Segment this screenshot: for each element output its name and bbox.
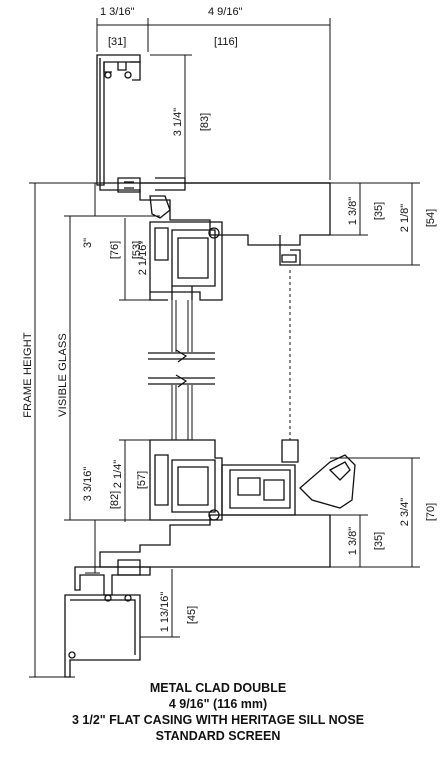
head-sash <box>149 221 223 301</box>
bottom-ext-mm: [45] <box>186 606 198 624</box>
head-outer-in: 2 1/8" <box>399 204 411 232</box>
sill-right-in: 1 3/8" <box>347 527 359 555</box>
head-left-mm: [76] <box>109 241 121 259</box>
sill-nose <box>64 566 151 678</box>
caption-line-4: STANDARD SCREEN <box>156 729 281 743</box>
break-lines <box>148 349 215 388</box>
head-left-in: 3" <box>82 238 94 248</box>
sill-sash <box>149 439 223 521</box>
sill-inner-in: 2 1/4" <box>112 460 124 488</box>
head-right-mm: [35] <box>373 202 385 220</box>
top-depth-in: 4 9/16" <box>208 6 243 18</box>
head-inner-in-text: 2 1/16" <box>137 241 149 276</box>
frame-height-label: FRAME HEIGHT <box>22 332 34 418</box>
sill-outer-mm: [70] <box>425 503 437 521</box>
caption-line-1: METAL CLAD DOUBLE <box>150 681 286 695</box>
top-width-in: 1 3/16" <box>100 6 135 18</box>
head-casing <box>96 54 141 186</box>
head-inner-mm: [53] <box>131 241 143 259</box>
sill-left-in: 3 3/16" <box>82 467 94 502</box>
top-width-mm: [31] <box>108 36 126 48</box>
caption-line-2: 4 9/16" (116 mm) <box>169 697 267 711</box>
caption-line-3: 3 1/2" FLAT CASING WITH HERITAGE SILL NO… <box>72 713 364 727</box>
head-ext-mm: [83] <box>199 113 211 131</box>
sill-left-mm: [82] <box>109 491 121 509</box>
head-ext-in: 3 1/4" <box>172 108 184 136</box>
head-outer-mm: [54] <box>425 209 437 227</box>
glass-unit <box>171 300 193 440</box>
visible-glass-label: VISIBLE GLASS <box>57 333 69 417</box>
caption: METAL CLAD DOUBLE 4 9/16" (116 mm) 3 1/2… <box>72 681 364 743</box>
sill-inner-mm: [57] <box>136 471 148 489</box>
head-extension-lines <box>150 54 192 183</box>
head-right-in: 1 3/8" <box>347 197 359 225</box>
top-depth-mm: [116] <box>214 36 238 48</box>
bottom-extension-lines <box>140 569 180 638</box>
right-dimension-lines <box>295 182 420 568</box>
sill-right-mm: [35] <box>373 532 385 550</box>
dimension-labels: 1 3/16" [31] 4 9/16" [116] 3 1/4" [83] 1… <box>22 6 437 632</box>
top-dimension-lines <box>96 18 331 180</box>
height-dimension-lines <box>29 182 170 678</box>
sill-frame <box>99 439 356 576</box>
bottom-ext-in: 1 13/16" <box>159 592 171 633</box>
sill-outer-in: 2 3/4" <box>399 498 411 526</box>
